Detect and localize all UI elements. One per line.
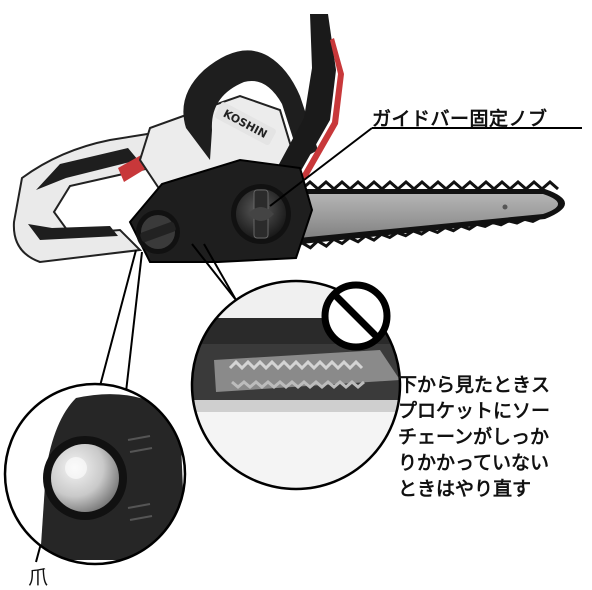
left-zoom-line-b — [125, 251, 143, 393]
callout-lines — [35, 127, 582, 563]
claw-zoom-view — [3, 382, 187, 566]
guide-bar — [262, 180, 565, 253]
guide-bar-knob-label: ガイドバー固定ノブ — [372, 108, 548, 130]
guide-bar-knob — [231, 184, 291, 244]
warning-note-line: プロケットにソー — [398, 400, 551, 422]
knob-pointer-line — [269, 127, 373, 207]
warning-note-line: りかかっていない — [398, 452, 550, 474]
prohibition-icon — [321, 281, 391, 351]
chainsaw-body: KOSHIN — [12, 14, 344, 264]
warning-note-line: ときはやり直す — [398, 478, 532, 500]
left-zoom-line-a — [99, 249, 137, 387]
warning-note-line: チェーンがしっか — [398, 426, 550, 448]
warning-note-line: 下から見たときス — [398, 374, 551, 396]
tension-knob — [136, 210, 180, 254]
claw-label: 爪 — [28, 565, 48, 589]
middle-zoom-line-b — [203, 243, 237, 301]
warning-note: 下から見たときス プロケットにソー チェーンがしっか りかかっていない ときはや… — [398, 372, 588, 502]
middle-zoom-line-a — [191, 243, 237, 301]
